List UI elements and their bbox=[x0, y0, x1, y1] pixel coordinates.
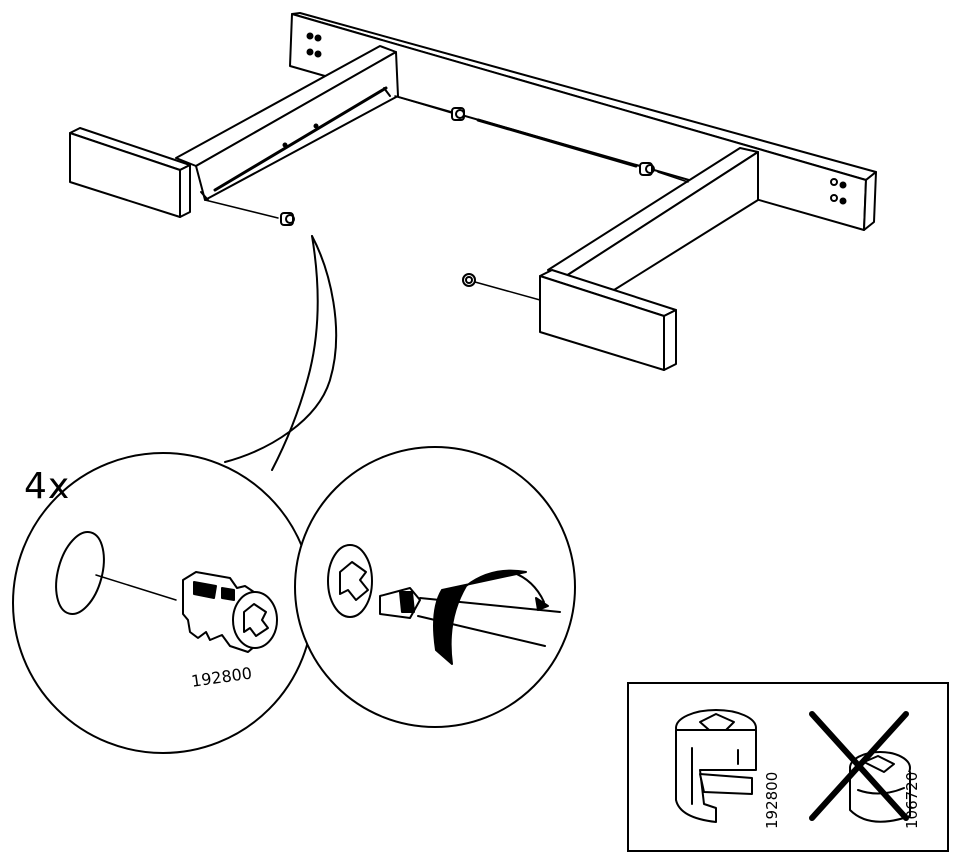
correct-part-number: 192800 bbox=[763, 771, 781, 829]
left-side-rail bbox=[175, 45, 399, 201]
correct-fitting-icon bbox=[675, 709, 757, 823]
cross-icon bbox=[809, 711, 909, 821]
cam-lock-fitting bbox=[280, 212, 295, 226]
clockwise-arrow-icon bbox=[535, 597, 549, 611]
quantity-label: 4x bbox=[24, 466, 71, 507]
detail-circle-rotate bbox=[294, 446, 576, 728]
cam-lock-fitting bbox=[462, 273, 476, 287]
wrong-part-number: 106720 bbox=[903, 771, 921, 829]
back-rail bbox=[289, 12, 877, 231]
left-end-block bbox=[69, 127, 209, 218]
right-end-block bbox=[539, 269, 677, 371]
cam-lock-fitting bbox=[451, 107, 465, 121]
cam-lock-fitting bbox=[639, 162, 655, 176]
comparison-box bbox=[627, 682, 949, 852]
